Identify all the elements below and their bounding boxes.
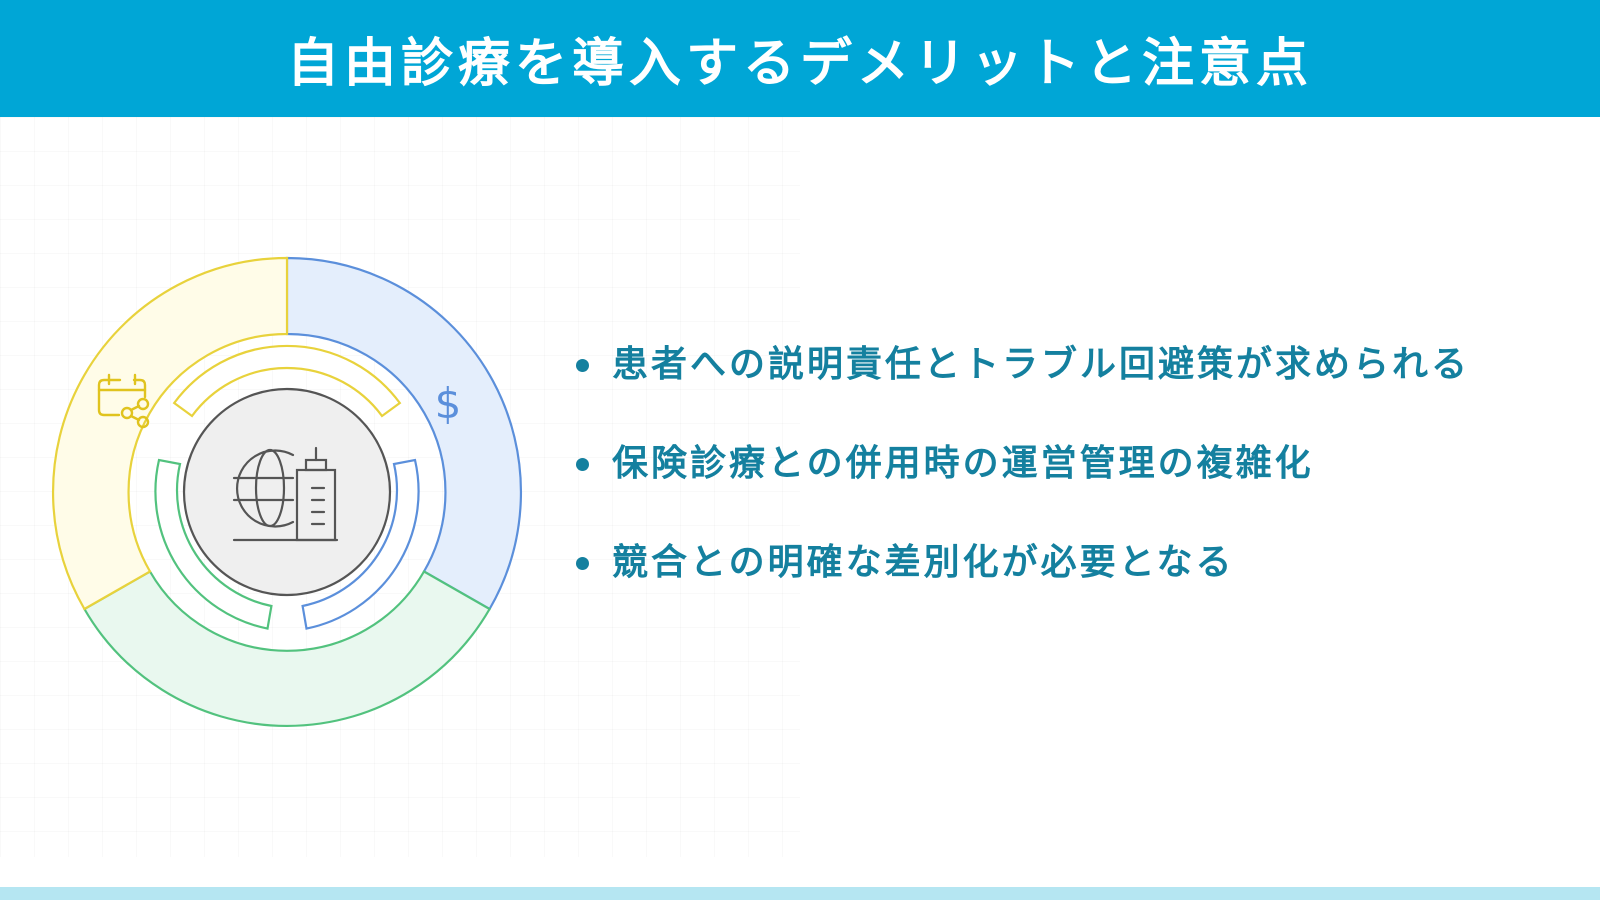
- page-title: 自由診療を導入するデメリットと注意点: [286, 34, 1313, 94]
- inner-arc-green: [154, 458, 273, 630]
- list-item: 競合との明確な差別化が必要となる: [574, 533, 1470, 632]
- bullet-text: 患者への説明責任とトラブル回避策が求められる: [612, 344, 1471, 385]
- list-item: 患者への説明責任とトラブル回避策が求められる: [574, 335, 1470, 434]
- bullet-dot: [576, 557, 589, 570]
- segment-green: [82, 570, 492, 727]
- dollar-icon: $: [435, 379, 462, 428]
- bullet-list: 患者への説明責任とトラブル回避策が求められる 保険診療との併用時の運営管理の複雑…: [574, 335, 1470, 632]
- header-bar: 自由診療を導入するデメリットと注意点: [0, 0, 1600, 117]
- inner-arc-yellow: [172, 344, 402, 418]
- list-item: 保険診療との併用時の運営管理の複雑化: [574, 434, 1470, 533]
- calendar-share-icon: [97, 373, 150, 429]
- segment-yellow: [51, 256, 289, 611]
- inner-arc-blue: [301, 458, 420, 630]
- footer-bar: [0, 887, 1600, 900]
- center-hub: [182, 387, 392, 597]
- bullet-text: 競合との明確な差別化が必要となる: [612, 542, 1235, 583]
- segment-blue: [285, 256, 523, 611]
- bullet-dot: [576, 359, 589, 372]
- globe-building-icon: [232, 446, 339, 542]
- bullet-dot: [576, 458, 589, 471]
- cycle-diagram: $: [51, 256, 523, 727]
- bullet-text: 保険診療との併用時の運営管理の複雑化: [612, 443, 1314, 484]
